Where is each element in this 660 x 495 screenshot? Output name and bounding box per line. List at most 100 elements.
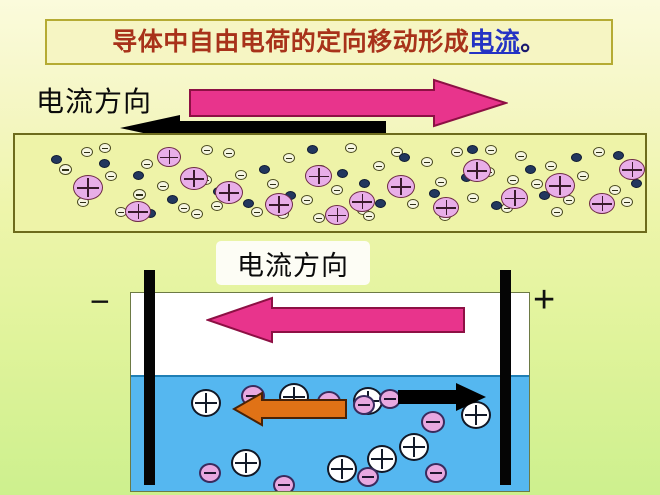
free-electron-particle	[621, 197, 633, 207]
dark-charge-particle	[631, 179, 642, 188]
dark-charge-particle	[613, 151, 624, 160]
dark-charge-particle	[375, 199, 386, 208]
anion-particle	[273, 475, 295, 491]
free-electron-particle	[593, 147, 605, 157]
free-electron-particle	[467, 193, 479, 203]
anion-particle	[357, 467, 379, 487]
positive-ion-particle	[463, 159, 491, 182]
free-electron-particle	[435, 177, 447, 187]
dark-charge-particle	[429, 189, 440, 198]
title-part-red: 导体中自由电荷的定向移动形成	[112, 28, 470, 56]
positive-ion-particle	[589, 193, 615, 214]
negative-terminal-sign: −	[90, 283, 110, 321]
dark-charge-particle	[167, 195, 178, 204]
free-electron-particle	[99, 143, 111, 153]
free-electron-particle	[313, 213, 325, 223]
free-electron-particle	[283, 153, 295, 163]
positive-ion-particle	[265, 193, 293, 216]
free-electron-particle	[551, 207, 563, 217]
dark-charge-particle	[525, 165, 536, 174]
cation-particle	[191, 389, 221, 417]
dark-charge-particle	[51, 155, 62, 164]
positive-terminal-sign: +	[533, 279, 556, 321]
electrolyte-current-direction-label: 电流方向	[216, 241, 370, 285]
anion-particle	[199, 463, 221, 483]
free-electron-particle	[157, 181, 169, 191]
title-part-blue: 电流	[469, 28, 521, 56]
cation-particle	[327, 455, 357, 483]
positive-ion-particle	[387, 175, 415, 198]
cation-particle	[399, 433, 429, 461]
title-banner: 导体中自由电荷的定向移动形成电流。	[45, 19, 613, 65]
positive-ion-particle	[433, 197, 459, 218]
cation-particle	[231, 449, 261, 477]
free-electron-particle	[201, 145, 213, 155]
black-anion-arrow	[398, 383, 486, 411]
free-electron-particle	[507, 175, 519, 185]
anion-particle	[425, 463, 447, 483]
free-electron-particle	[515, 151, 527, 161]
positive-ion-particle	[619, 159, 645, 180]
orange-cation-arrow	[232, 391, 347, 427]
dark-charge-particle	[307, 145, 318, 154]
positive-ion-particle	[73, 175, 103, 200]
free-electron-particle	[81, 147, 93, 157]
dark-charge-particle	[399, 153, 410, 162]
free-electron-particle	[531, 179, 543, 189]
free-electron-particle	[373, 161, 385, 171]
dark-charge-particle	[243, 199, 254, 208]
positive-ion-particle	[349, 191, 375, 212]
free-electron-particle	[331, 185, 343, 195]
free-electron-particle	[345, 143, 357, 153]
anion-particle	[421, 411, 445, 433]
positive-ion-particle	[545, 173, 575, 198]
dark-charge-particle	[337, 169, 348, 178]
free-electron-particle	[267, 179, 279, 189]
free-electron-particle	[191, 209, 203, 219]
positive-ion-particle	[125, 201, 151, 222]
free-electron-particle	[251, 207, 263, 217]
dark-charge-particle	[259, 165, 270, 174]
positive-ion-particle	[305, 165, 332, 187]
free-electron-particle	[235, 170, 247, 180]
positive-ion-particle	[180, 167, 208, 190]
title-part-period: 。	[520, 28, 546, 56]
free-electron-particle	[485, 145, 497, 155]
pink-current-arrow-cell	[206, 296, 465, 344]
free-electron-particle	[211, 201, 223, 211]
dark-charge-particle	[539, 191, 550, 200]
free-electron-particle	[577, 171, 589, 181]
conductor-current-direction-label: 电流方向	[36, 87, 153, 118]
anion-particle	[353, 395, 375, 415]
electrolyte-liquid	[131, 375, 529, 491]
positive-ion-particle	[215, 181, 243, 204]
free-electron-particle	[223, 148, 235, 158]
positive-ion-particle	[325, 205, 349, 225]
dark-charge-particle	[133, 171, 144, 180]
positive-ion-particle	[157, 147, 181, 167]
pink-current-arrow	[189, 78, 508, 128]
positive-ion-particle	[501, 187, 528, 209]
free-electron-particle	[391, 147, 403, 157]
free-electron-particle	[301, 195, 313, 205]
dark-charge-particle	[467, 145, 478, 154]
conductor-bar	[13, 133, 647, 233]
free-electron-particle	[141, 159, 153, 169]
free-electron-particle	[421, 157, 433, 167]
free-electron-particle	[363, 211, 375, 221]
negative-electrode	[144, 270, 155, 485]
free-electron-particle	[178, 203, 190, 213]
free-electron-particle	[451, 147, 463, 157]
free-electron-particle	[59, 164, 72, 175]
dark-charge-particle	[359, 179, 370, 188]
free-electron-particle	[545, 161, 557, 171]
dark-charge-particle	[571, 153, 582, 162]
free-electron-particle	[105, 171, 117, 181]
page-title: 导体中自由电荷的定向移动形成电流。	[112, 30, 546, 55]
free-electron-particle	[407, 199, 419, 209]
free-electron-particle	[609, 185, 621, 195]
dark-charge-particle	[491, 201, 502, 210]
positive-electrode	[500, 270, 511, 485]
dark-charge-particle	[99, 159, 110, 168]
